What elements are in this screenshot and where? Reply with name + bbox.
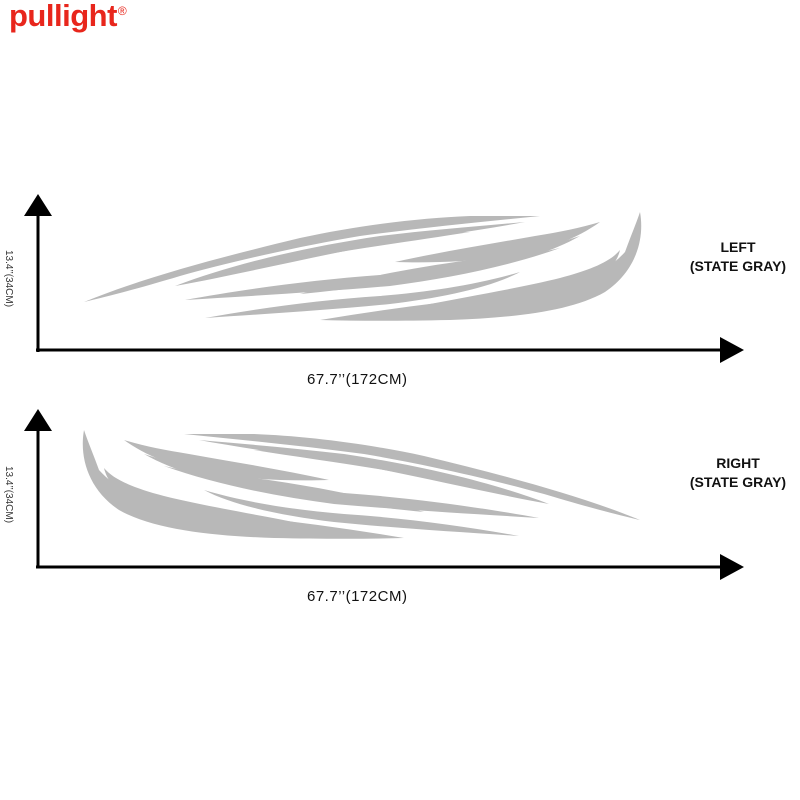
left-flame-decal xyxy=(84,212,642,321)
right-arrow-icon xyxy=(720,337,744,363)
color-name-left: (STATE GRAY) xyxy=(689,258,787,274)
height-label-left: 13.4’’(34CM) xyxy=(3,250,14,308)
side-name-left: LEFT xyxy=(720,239,756,255)
side-label-left: LEFT (STATE GRAY) xyxy=(672,238,800,276)
width-label-left: 67.7’’(172CM) xyxy=(307,371,408,388)
right-arrow-icon xyxy=(720,554,744,580)
up-arrow-icon xyxy=(24,409,52,431)
side-name-right: RIGHT xyxy=(716,455,760,471)
registered-mark: ® xyxy=(117,4,127,18)
brand-name: pullight xyxy=(9,0,117,33)
brand-logo: pullight® xyxy=(9,0,127,34)
right-flame-decal xyxy=(82,430,640,539)
right-panel-axes xyxy=(24,409,744,580)
left-panel-axes xyxy=(24,194,744,363)
color-name-right: (STATE GRAY) xyxy=(689,474,787,490)
up-arrow-icon xyxy=(24,194,52,216)
side-label-right: RIGHT (STATE GRAY) xyxy=(672,454,800,492)
width-label-right: 67.7’’(172CM) xyxy=(307,588,408,605)
height-label-right: 13.4’’(34CM) xyxy=(3,466,14,524)
